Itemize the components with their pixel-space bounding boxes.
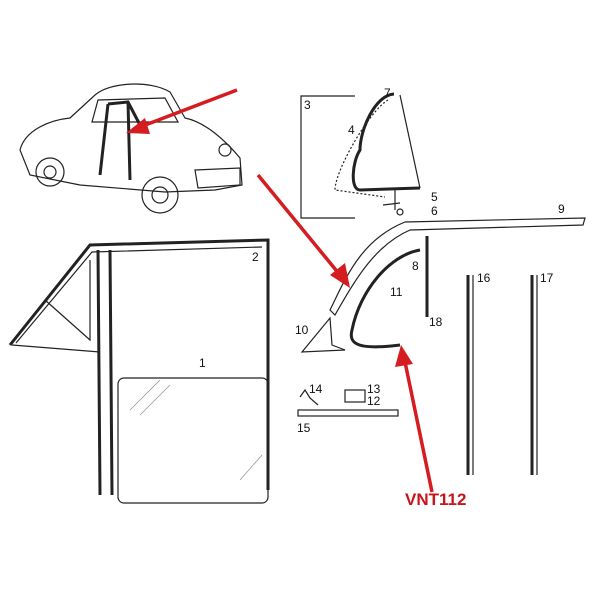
- part-label-10: 10: [295, 323, 309, 337]
- arrow-to-channel: [256, 173, 350, 288]
- part-number-callout: VNT112: [405, 490, 466, 509]
- part-label-17: 17: [540, 271, 554, 285]
- part-label-9: 9: [558, 202, 565, 216]
- arrow-to-vnt112: [395, 345, 434, 493]
- arrow-to-car: [126, 88, 238, 134]
- quarter-light-inset: [300, 92, 421, 219]
- part-label-18: 18: [429, 315, 443, 329]
- part-label-8: 8: [412, 259, 419, 273]
- part-label-7: 7: [384, 86, 391, 100]
- car-illustration: [19, 83, 243, 214]
- door-frame: [8, 238, 270, 504]
- part-label-14: 14: [309, 382, 323, 396]
- part-label-16: 16: [477, 271, 491, 285]
- part-label-2: 2: [252, 250, 259, 264]
- part-label-3: 3: [304, 98, 311, 112]
- part-label-15: 15: [297, 421, 311, 435]
- part-label-12: 12: [367, 394, 381, 408]
- parts-group: [297, 217, 586, 475]
- part-label-6: 6: [431, 204, 438, 218]
- part-label-4: 4: [348, 123, 355, 137]
- part-label-11: 11: [390, 285, 403, 299]
- part-label-13: 13: [367, 382, 381, 396]
- part-label-5: 5: [431, 190, 438, 204]
- part-label-1: 1: [199, 356, 206, 370]
